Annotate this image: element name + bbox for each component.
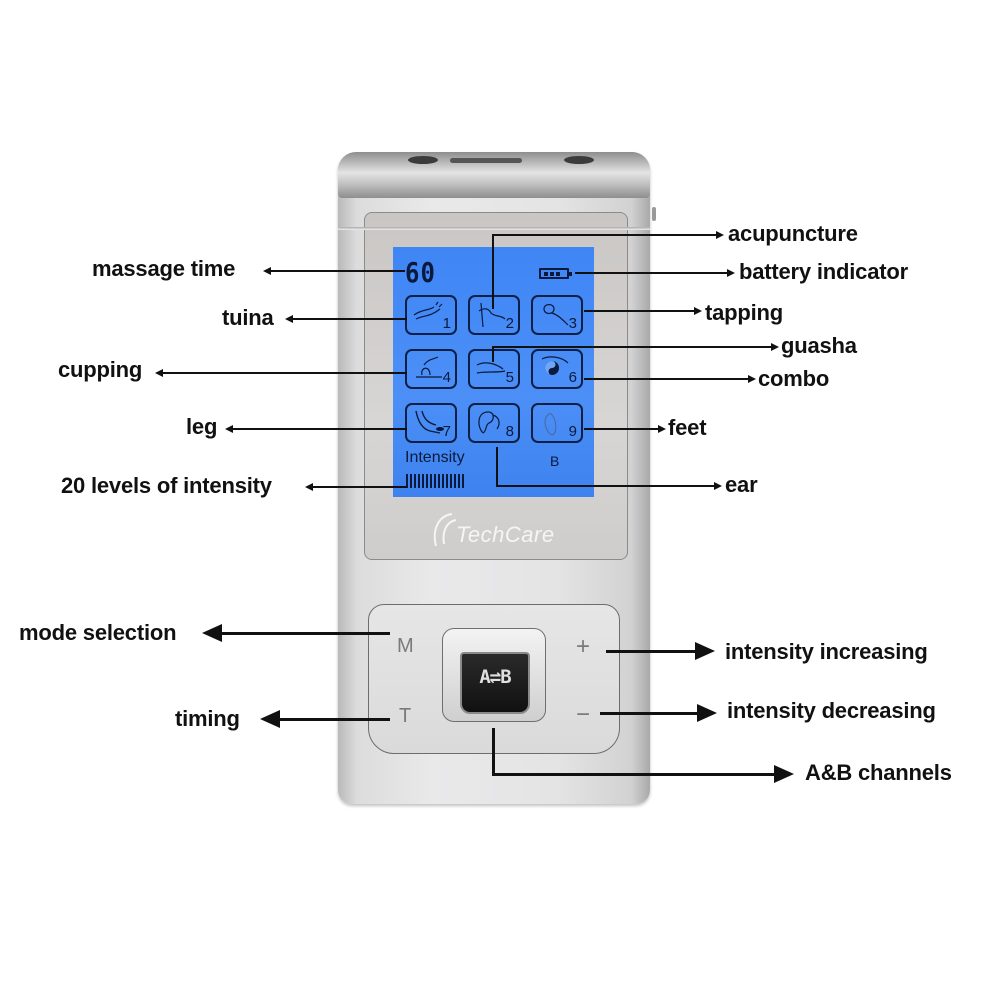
device-top-cap <box>338 152 650 198</box>
electrode-jack-a <box>408 156 438 164</box>
combo-yinyang-icon <box>541 356 569 375</box>
callout-line <box>492 346 494 362</box>
battery-icon <box>539 268 572 279</box>
arrow-left-icon <box>305 483 313 491</box>
arrow-left-icon <box>263 267 271 275</box>
arrow-right-icon <box>695 642 715 660</box>
massage-time-value: 60 <box>405 256 436 290</box>
label-intensity-levels: 20 levels of intensity <box>61 473 272 498</box>
label-intensity-increasing: intensity increasing <box>725 639 928 664</box>
brand-logo-icon <box>433 513 457 547</box>
label-battery-indicator: battery indicator <box>739 259 908 284</box>
label-tapping: tapping <box>705 300 784 325</box>
arrow-right-icon <box>771 343 779 351</box>
callout-line <box>496 447 498 486</box>
channel-indicator: B <box>550 453 560 469</box>
leg-icon <box>415 410 444 434</box>
callout-line <box>492 346 771 348</box>
tens-device: 60 1 2 3 4 5 6 <box>338 152 656 804</box>
callout-line <box>278 718 390 721</box>
label-feet: feet <box>668 415 707 440</box>
callout-line <box>220 632 390 635</box>
callout-line <box>270 270 405 272</box>
label-ab-channels: A&B channels <box>805 760 952 785</box>
arrow-left-icon <box>285 315 293 323</box>
timing-button[interactable]: T <box>399 705 412 727</box>
mode-tile-cupping: 4 <box>405 349 457 389</box>
callout-line <box>492 234 716 236</box>
callout-line <box>492 728 495 774</box>
arrow-right-icon <box>714 482 722 490</box>
label-intensity-decreasing: intensity decreasing <box>727 698 936 723</box>
ab-channel-button[interactable]: A⇌B <box>460 652 530 714</box>
battery-bar <box>544 272 548 276</box>
label-tuina: tuina <box>222 305 274 330</box>
intensity-label: Intensity <box>405 449 465 466</box>
label-acupuncture: acupuncture <box>728 221 858 246</box>
arrow-right-icon <box>748 375 756 383</box>
label-guasha: guasha <box>781 333 857 358</box>
callout-line <box>292 318 407 320</box>
tapping-fist-icon <box>543 303 569 326</box>
side-switch[interactable] <box>652 207 656 221</box>
callout-line <box>584 378 748 380</box>
mode-tile-guasha: 5 <box>468 349 520 389</box>
mode-tile-acupuncture: 2 <box>468 295 520 335</box>
mode-tile-tuina: 1 <box>405 295 457 335</box>
arrow-right-icon <box>694 307 702 315</box>
callout-line <box>606 650 696 653</box>
panel-seam <box>338 227 650 230</box>
battery-bar <box>550 272 554 276</box>
ear-icon <box>478 411 500 434</box>
callout-line <box>584 428 658 430</box>
mode-tile-combo: 6 <box>531 349 583 389</box>
arrow-right-icon <box>697 704 717 722</box>
callout-line <box>496 485 714 487</box>
callout-line <box>575 272 727 274</box>
ab-button-label: A⇌B <box>479 666 511 688</box>
intensity-level-bars <box>406 474 464 488</box>
arrow-right-icon <box>716 231 724 239</box>
cupping-icon <box>416 356 442 378</box>
electrode-jack-b <box>564 156 594 164</box>
arrow-right-icon <box>774 765 794 783</box>
battery-bar <box>556 272 560 276</box>
brand-name: TechCare <box>456 522 555 547</box>
callout-line <box>162 372 407 374</box>
arrow-left-icon <box>155 369 163 377</box>
arrow-right-icon <box>727 269 735 277</box>
intensity-minus-button[interactable]: − <box>576 701 591 728</box>
label-timing: timing <box>175 706 240 731</box>
label-cupping: cupping <box>58 357 143 382</box>
callout-line <box>492 773 775 776</box>
power-slider[interactable] <box>450 158 522 163</box>
label-massage-time: massage time <box>92 256 236 281</box>
mode-tile-feet: 9 <box>531 403 583 443</box>
arrow-left-icon <box>225 425 233 433</box>
callout-line <box>492 234 494 309</box>
callout-line <box>312 486 407 488</box>
guasha-hand-icon <box>476 362 506 374</box>
acupuncture-needle-icon <box>478 302 506 328</box>
label-combo: combo <box>758 366 830 391</box>
mode-tile-ear: 8 <box>468 403 520 443</box>
label-mode-selection: mode selection <box>19 620 177 645</box>
callout-line <box>584 310 694 312</box>
callout-line <box>232 428 407 430</box>
intensity-plus-button[interactable]: + <box>576 633 591 660</box>
callout-line <box>600 712 698 715</box>
label-ear: ear <box>725 472 758 497</box>
mode-button[interactable]: M <box>397 635 414 657</box>
mode-tile-leg: 7 <box>405 403 457 443</box>
tuina-hands-icon <box>413 301 443 320</box>
arrow-left-icon <box>202 624 222 642</box>
foot-icon <box>544 412 557 436</box>
arrow-left-icon <box>260 710 280 728</box>
mode-tile-tapping: 3 <box>531 295 583 335</box>
arrow-right-icon <box>658 425 666 433</box>
label-leg: leg <box>186 414 218 439</box>
